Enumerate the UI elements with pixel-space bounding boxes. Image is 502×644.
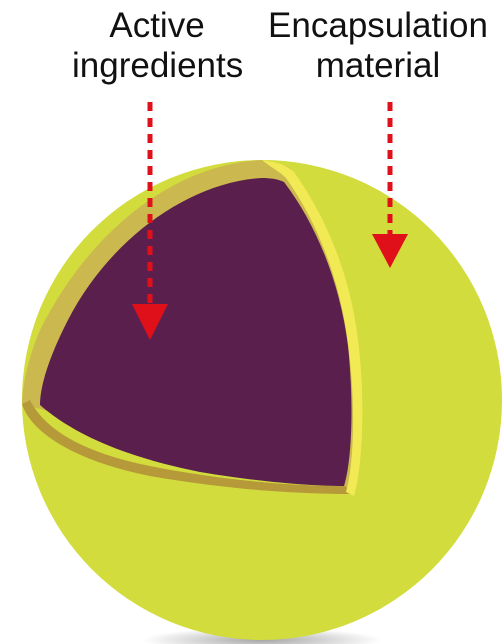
- encapsulation-material-arrow: [372, 102, 408, 268]
